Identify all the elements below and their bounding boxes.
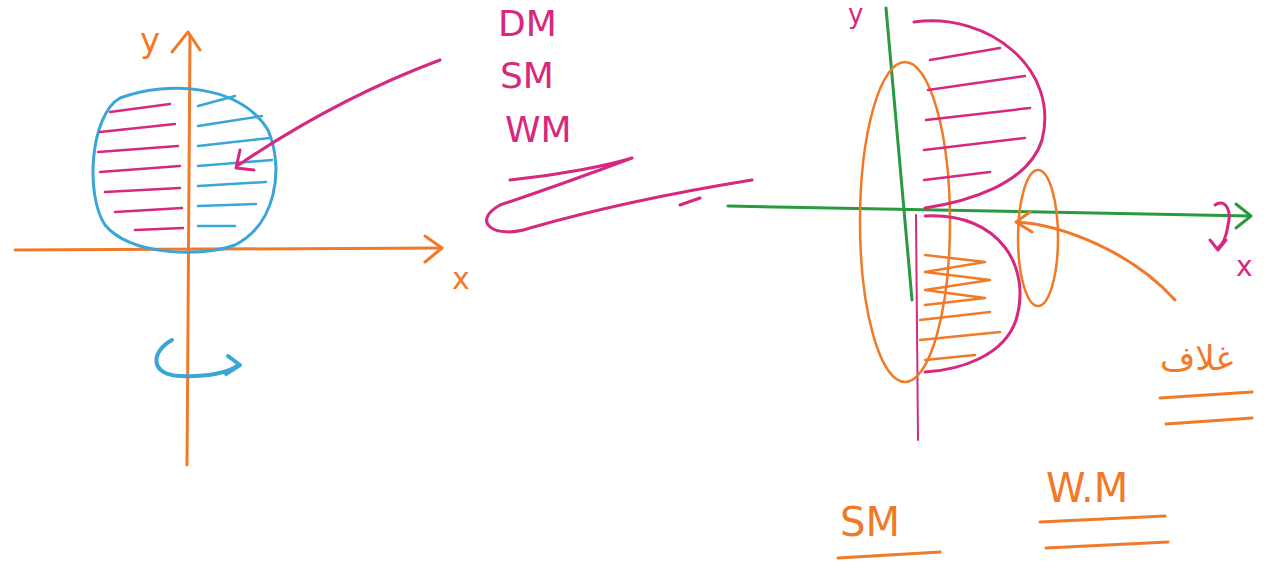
- axis-line: [916, 215, 918, 440]
- method-label: SM: [840, 500, 900, 544]
- solid-outline: [925, 216, 1020, 372]
- underline: [1160, 392, 1252, 398]
- axis-label: y: [848, 0, 863, 29]
- rotation-arrow: [1210, 203, 1229, 250]
- underline: [1040, 516, 1165, 522]
- axis-label: x: [1236, 252, 1253, 283]
- underline: [838, 552, 940, 558]
- y-axis: [886, 8, 912, 300]
- pointer-arrow: [1016, 212, 1175, 300]
- rotation-arrow: [156, 340, 240, 376]
- method-label: WM: [505, 110, 572, 150]
- revolution-ellipse: [860, 62, 950, 382]
- axis-label: x: [452, 262, 470, 295]
- solid-outline: [914, 21, 1045, 208]
- pointer-arrow: [236, 60, 440, 170]
- shell-zigzag: [925, 255, 990, 305]
- underline: [1166, 418, 1252, 424]
- underline: [1046, 542, 1168, 548]
- axis-arrowhead: [172, 32, 200, 52]
- axis-label: y: [140, 22, 160, 59]
- axis-arrowhead: [1236, 204, 1251, 228]
- method-label: W.M: [1046, 466, 1128, 510]
- x-axis: [728, 206, 1250, 216]
- method-label: SM: [500, 56, 554, 96]
- shell-note: غلاف: [1160, 340, 1233, 377]
- method-label: DM: [498, 4, 557, 44]
- scribble: [487, 158, 752, 232]
- axis-arrowhead: [425, 236, 442, 262]
- revolution-ellipse: [1018, 170, 1058, 306]
